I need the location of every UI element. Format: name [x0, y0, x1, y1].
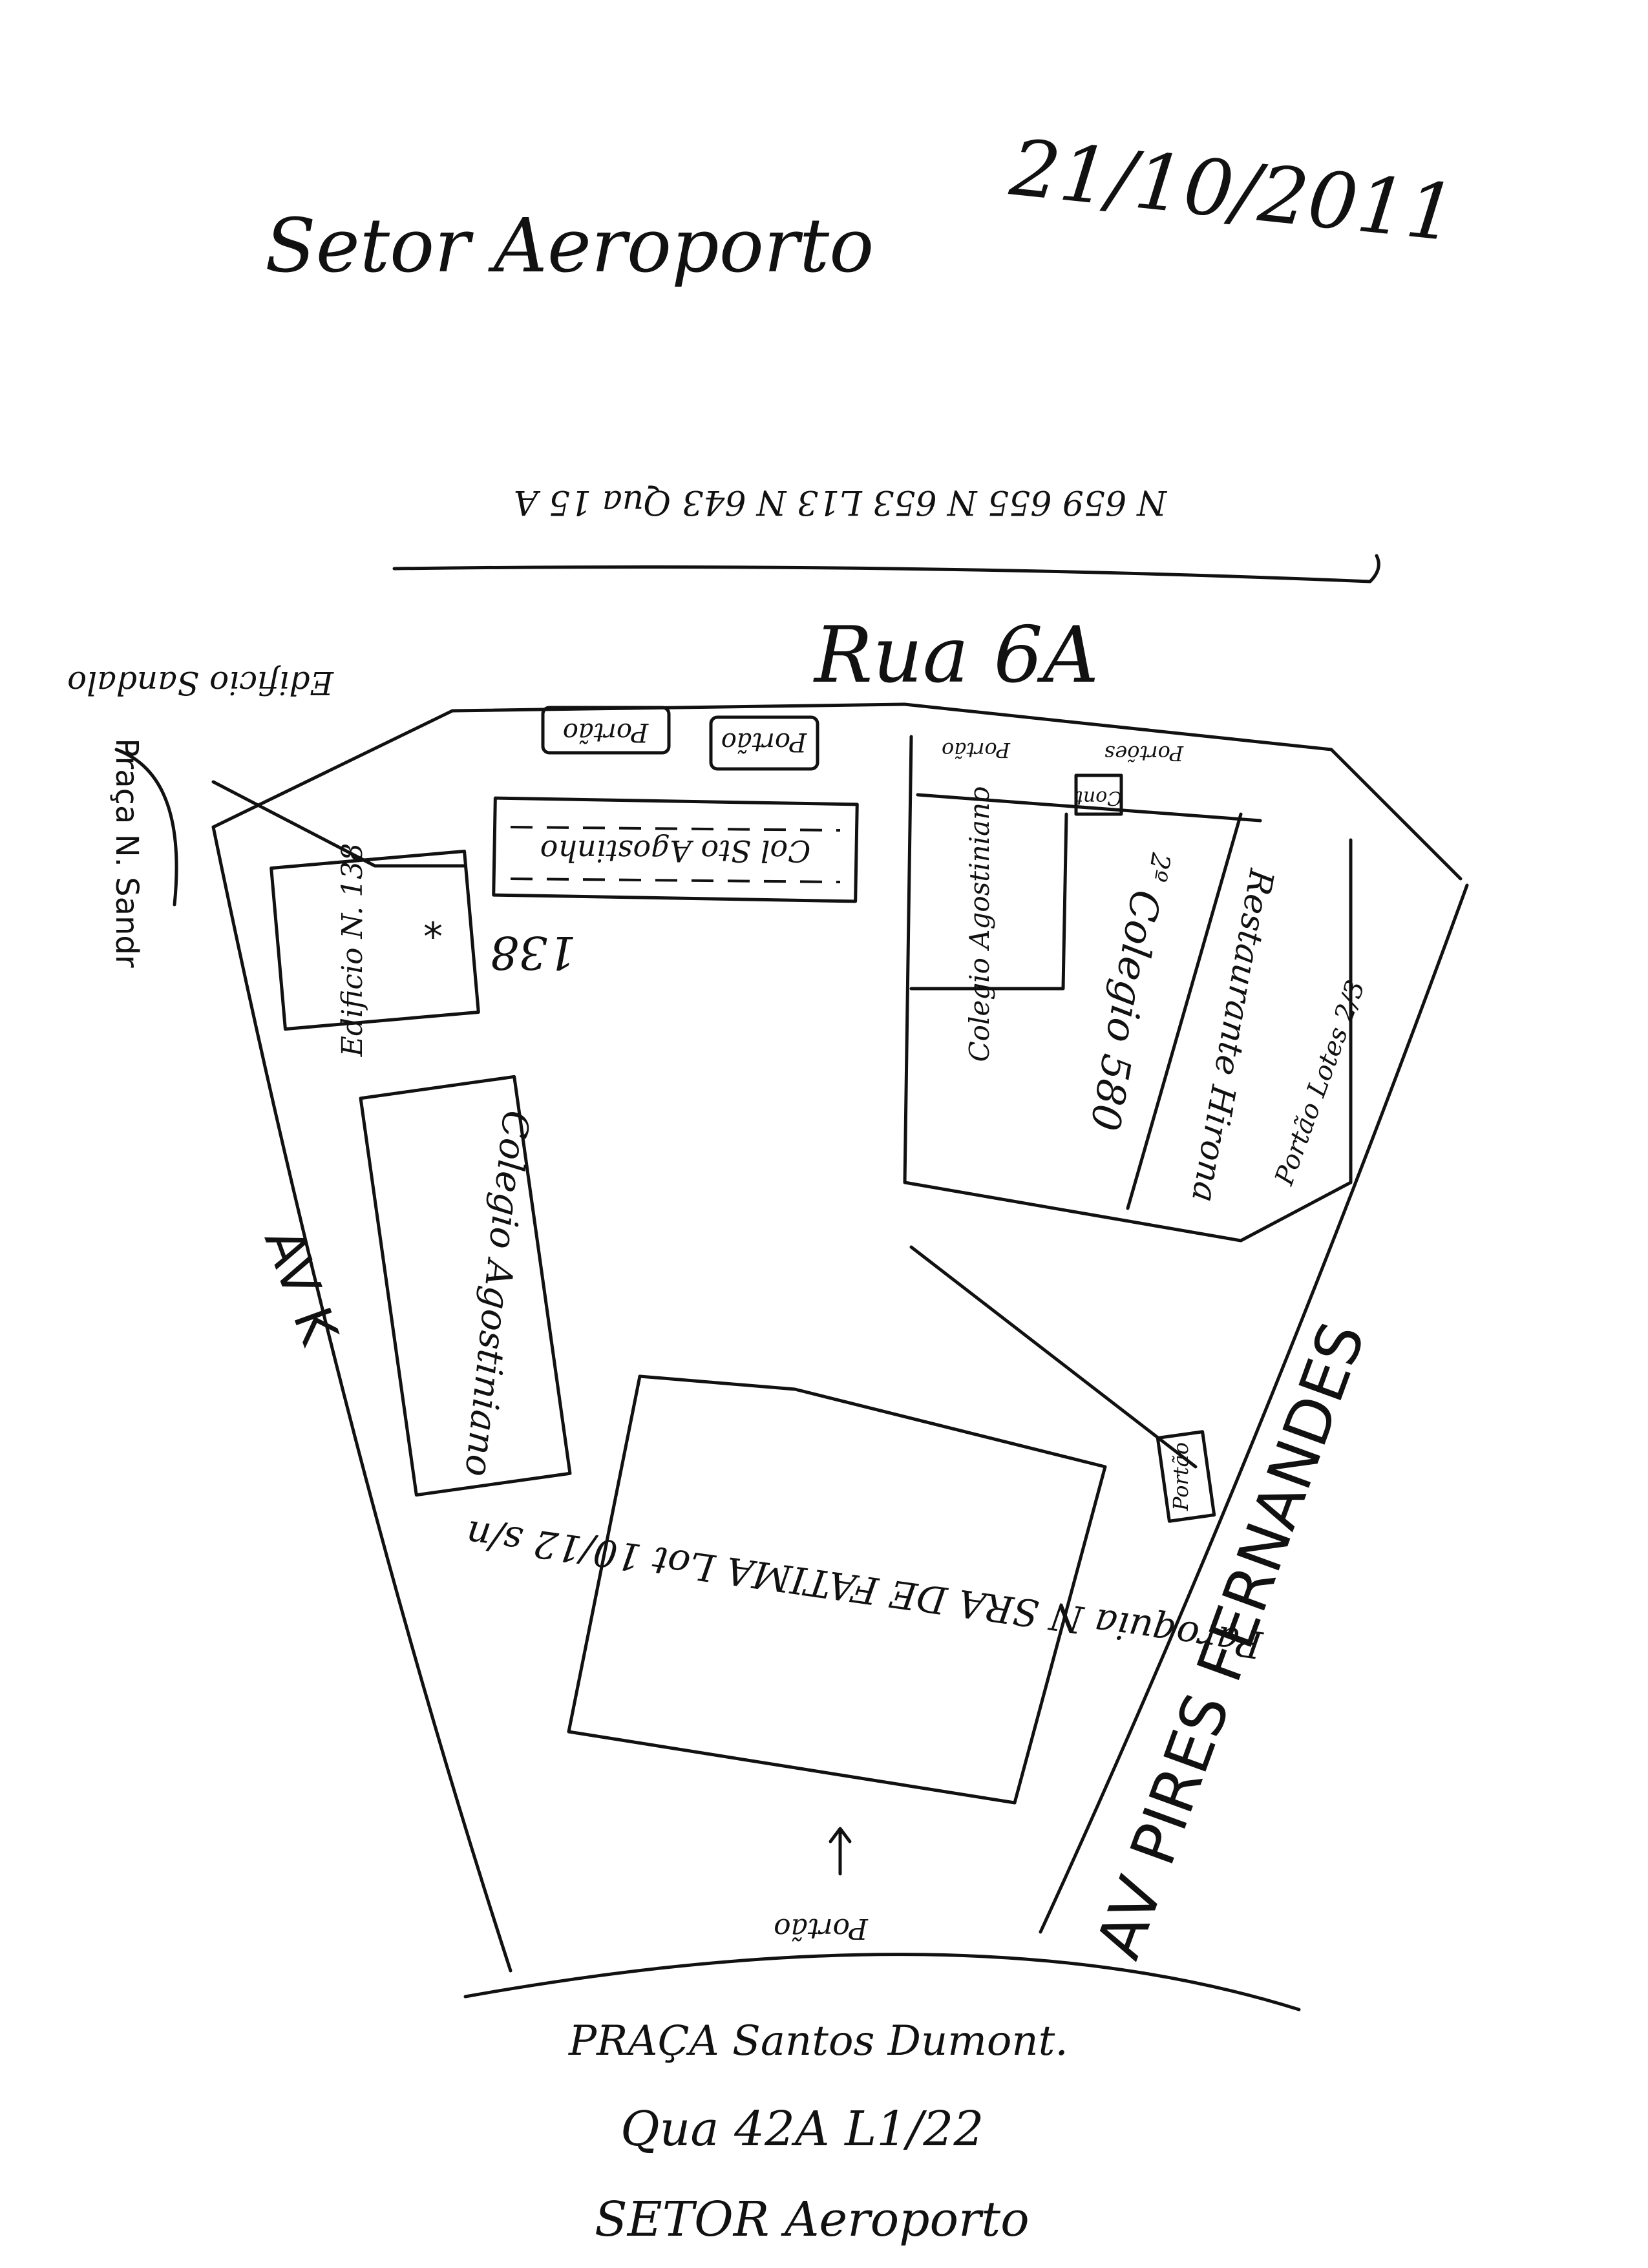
av-pires-edge	[1039, 883, 1469, 1934]
colegio-agostiniano-left-box	[359, 1075, 572, 1497]
dash-line	[510, 877, 841, 883]
divider-line	[1126, 812, 1243, 1210]
restaurante-label: Restaurante Hirona	[1184, 866, 1281, 1206]
portao-box-1	[541, 706, 671, 755]
portao-right-label: Portão	[1168, 1442, 1193, 1511]
num-2o-label: 2º	[1141, 850, 1176, 884]
praca-santos-dumont-curve	[463, 1953, 1301, 2011]
colegio-agost-right-box	[909, 812, 1068, 991]
colegio-agostiniano-right-label: Colegio Agostiniano	[964, 786, 995, 1062]
portao-top-right-label: Portão	[942, 738, 1011, 762]
portao-bottom-label: Portão	[774, 1912, 869, 1945]
edificio-sandalo-label: Edificio Sandalo	[67, 664, 334, 702]
arrow-up-icon	[829, 1827, 852, 1876]
colegio-agostiniano-left-label: Colegio Agostiniano	[456, 1109, 536, 1479]
colegio-580-label: Colegio 580	[1081, 887, 1170, 1134]
top-street-numbers: N 659 655 N 653 L13 N 643 Qua 15 A	[514, 483, 1168, 521]
praca-santos-dumont-label: PRAÇA Santos Dumont.	[568, 2017, 1068, 2065]
edificio-138-label: Edificio N. 138	[336, 843, 369, 1058]
setor-aeroporto-footer-label: SETOR Aeroporto	[595, 2192, 1030, 2247]
top-street-line	[392, 554, 1380, 583]
diagonal-line	[909, 1245, 1198, 1469]
portao-box-2	[709, 715, 819, 771]
edificio-138-box	[269, 849, 480, 1031]
portoes-label: Portões	[1104, 741, 1184, 766]
portao-lotes-label: Portão Lotes 2/3	[1269, 976, 1371, 1190]
praca-curve	[114, 748, 178, 907]
block-top-edge	[211, 702, 1463, 881]
date-label: 21/10/2011	[1006, 123, 1460, 259]
pointer-line	[211, 780, 467, 868]
cont-label: Cont	[1075, 786, 1122, 809]
portao-1-label: Portão	[563, 717, 650, 747]
av-k-edge	[211, 825, 512, 1973]
praca-sandr-label: Praça N. Sandr	[109, 738, 145, 968]
paroquia-box	[567, 1374, 1107, 1805]
map-title: Setor Aeroporto	[265, 203, 874, 289]
asterisk-icon: *	[423, 914, 443, 960]
cont-box	[1074, 773, 1123, 816]
right-inner-top	[916, 793, 1262, 823]
av-k-label: AV K	[253, 1221, 350, 1353]
right-block-outline	[903, 735, 1353, 1243]
portao-right-box	[1156, 1430, 1216, 1523]
portao-2-label: Portão	[721, 727, 808, 757]
col-sto-agostinho-box	[492, 796, 859, 903]
paroquia-label: Paroquia N SRA DE FATIMA Lot 10/12 s/n	[463, 1512, 1265, 1667]
rua-6a-label: Rua 6A	[813, 611, 1099, 700]
number-138-label: 138	[490, 926, 576, 979]
col-sto-agostinho-label: Col Sto Agostinho	[540, 834, 811, 868]
dash-line	[510, 826, 841, 832]
qua-42a-label: Qua 42A L1/22	[620, 2101, 984, 2157]
